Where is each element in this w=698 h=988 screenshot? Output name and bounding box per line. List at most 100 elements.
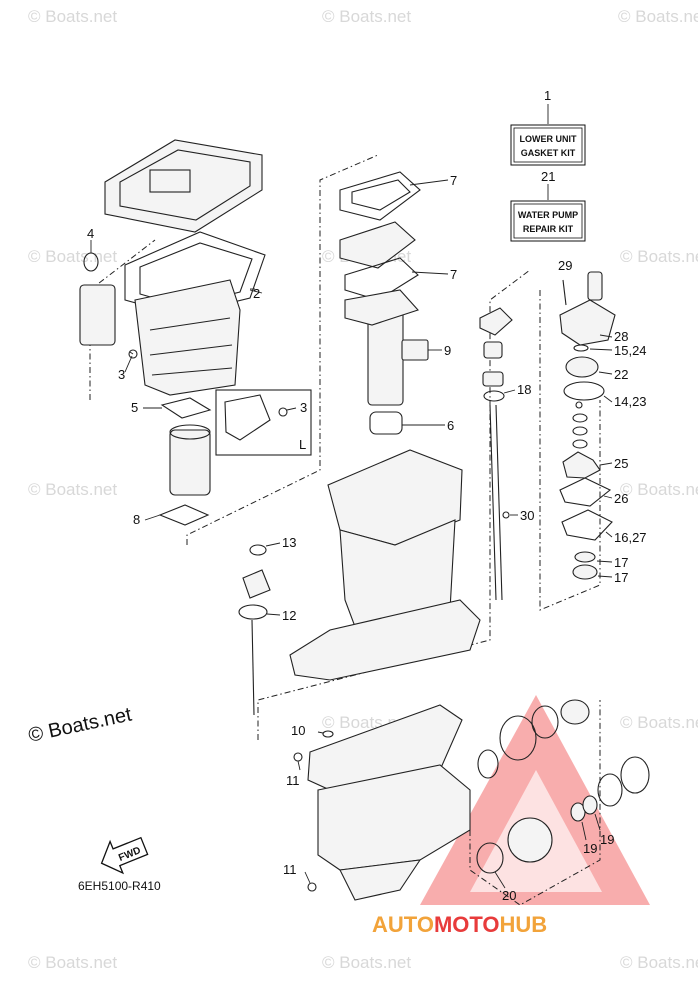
nut-13: [249, 544, 267, 556]
screw-11-upper: [293, 752, 303, 762]
brand-moto: MOTO: [434, 912, 500, 937]
leader-line: [581, 821, 587, 841]
gasket-2: [124, 231, 266, 316]
bracket-body: [79, 284, 116, 346]
inset-part: [224, 394, 271, 441]
brand-auto: AUTO: [372, 912, 434, 937]
callout: 17: [614, 555, 628, 570]
shim: [477, 749, 499, 779]
copyright-credit: © Boats.net: [26, 703, 134, 746]
watermark: © Boats.net: [28, 953, 117, 972]
callout: 7: [450, 173, 457, 188]
lower-unit: [293, 704, 471, 901]
seal-9: [401, 339, 429, 361]
insert-22: [565, 356, 599, 378]
kit-label: GASKET KIT: [521, 148, 576, 158]
watermark: © Boats.net: [322, 7, 411, 26]
leader-line: [297, 760, 301, 771]
kit-box: [510, 200, 586, 242]
watermark-layer: © Boats.net © Boats.net © Boats.net © Bo…: [28, 7, 698, 972]
upper-casing-port: [149, 169, 191, 193]
callout-labels: 4 2 3 3 L 5 8 7 7 9 6 13 12 18 30 29 28 …: [87, 173, 647, 903]
pinion-gear: [499, 715, 537, 761]
leader-line: [503, 389, 516, 394]
kit-label: LOWER UNIT: [520, 134, 577, 144]
leader-line: [597, 575, 613, 578]
bearing-housing: [479, 307, 513, 336]
callout: 4: [87, 226, 94, 241]
diagram-code: 6EH5100-R410: [78, 879, 161, 893]
center-parts: [339, 171, 449, 435]
shift-rod-assembly: [238, 542, 281, 716]
shaft-seal: [572, 413, 588, 423]
drive-shaft-edge: [495, 404, 503, 601]
boundary-line: [539, 290, 601, 611]
callout: 7: [450, 267, 457, 282]
gasket-inner: [139, 242, 253, 307]
boundary-line: [469, 700, 601, 906]
callout: 16,27: [614, 530, 647, 545]
callout: 9: [444, 343, 451, 358]
lower-unit-gasket-kit: 1 LOWER UNIT GASKET KIT: [510, 88, 586, 166]
oil-pan-base: [289, 599, 481, 681]
inset-frame: [215, 389, 312, 456]
callout: 6: [447, 418, 454, 433]
impeller-25: [562, 451, 601, 479]
leader-line: [304, 871, 311, 884]
leader-line: [599, 462, 613, 466]
leader-line: [596, 560, 613, 563]
kit-label: REPAIR KIT: [523, 224, 574, 234]
leader-line: [124, 355, 133, 373]
inset-bolt: [278, 407, 288, 417]
watermark: © Boats.net: [28, 247, 117, 266]
bearing-race: [560, 699, 590, 725]
screw-11-lower: [307, 882, 317, 892]
callout: 17: [614, 570, 628, 585]
callout: 5: [131, 400, 138, 415]
plate-16: [561, 509, 613, 541]
propeller-shaft-housing: [507, 817, 553, 863]
callout: 19: [600, 832, 614, 847]
reverse-gear: [620, 756, 650, 794]
kit-number: 21: [541, 169, 555, 184]
exhaust-parts-left: [143, 397, 212, 526]
callout: 11: [283, 862, 297, 877]
brand-hub: HUB: [500, 912, 548, 937]
key: [575, 401, 583, 409]
leader-line: [589, 348, 613, 351]
casing-rib: [149, 317, 231, 331]
leader-line: [494, 871, 506, 889]
boundary-line: [257, 269, 531, 740]
gasket-outline: [124, 231, 266, 316]
leader-line: [265, 542, 281, 547]
upper-casing-inner: [119, 149, 251, 221]
callout: 18: [517, 382, 531, 397]
gasket-7-lower: [344, 257, 419, 301]
leader-line: [409, 179, 449, 186]
callout: L: [299, 437, 306, 452]
brand-wordmark: AUTOMOTOHUB: [372, 912, 547, 937]
watermark: © Boats.net: [618, 7, 698, 26]
callout: 30: [520, 508, 534, 523]
pump-tube: [587, 271, 603, 301]
leader-line: [411, 271, 449, 275]
casing-rib: [151, 367, 233, 376]
leader-line: [317, 731, 324, 734]
watermark: © Boats.net: [28, 7, 117, 26]
inset-box: [215, 389, 312, 456]
gasket-26: [559, 477, 612, 507]
gear-train: [476, 699, 650, 889]
upper-casing-plate: [104, 139, 263, 233]
oring-20: [476, 842, 504, 874]
pin-30: [502, 511, 510, 519]
exhaust-collar: [169, 429, 211, 496]
callout: 10: [291, 723, 305, 738]
leader-line: [266, 613, 281, 616]
callout: 14,23: [614, 394, 647, 409]
bracket-4: [79, 240, 138, 373]
collar-top: [169, 424, 211, 440]
callout: 15,24: [614, 343, 647, 358]
fwd-arrow-icon: FWD: [100, 836, 149, 875]
gasket-5: [160, 397, 212, 419]
